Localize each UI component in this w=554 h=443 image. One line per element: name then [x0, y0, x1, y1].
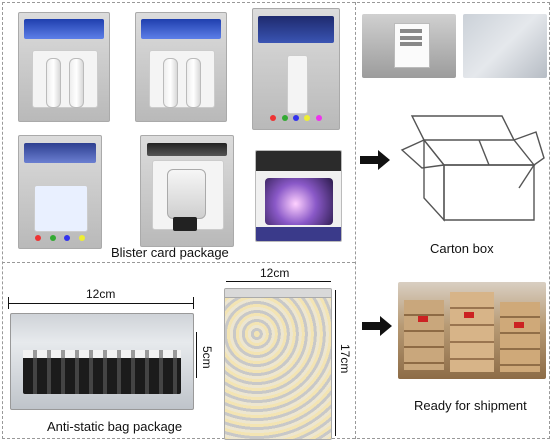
right-arrow-icon — [362, 316, 392, 336]
blister-label: Blister card package — [111, 245, 229, 260]
horizontal-divider — [2, 262, 355, 263]
bag-sample-photo — [362, 14, 456, 78]
bag-height-label: 5cm — [200, 346, 214, 369]
bag-width-label: 12cm — [86, 287, 116, 301]
zip-width-line — [226, 281, 331, 282]
bag-width-tick-right — [193, 297, 194, 309]
anti-static-bag-photo — [10, 313, 194, 410]
blister-card-photo-2 — [135, 12, 227, 122]
zip-height-line — [335, 290, 336, 436]
zip-width-label: 12cm — [260, 266, 290, 280]
vertical-divider — [355, 2, 356, 439]
bag-height-line — [196, 332, 197, 378]
blister-card-photo-4 — [18, 135, 102, 249]
blister-card-photo-6 — [255, 150, 342, 242]
bag-width-line — [8, 303, 194, 304]
shipment-label: Ready for shipment — [414, 398, 527, 413]
blister-card-photo-3 — [252, 8, 340, 130]
zip-bag-photo — [224, 288, 332, 440]
carton-label: Carton box — [430, 241, 494, 256]
zip-height-label: 17cm — [338, 344, 352, 374]
antistatic-label: Anti-static bag package — [47, 419, 183, 434]
blister-card-photo-5 — [140, 135, 234, 247]
blister-card-photo-1 — [18, 12, 110, 122]
antistatic-sample-photo — [463, 14, 547, 78]
shipment-photo — [398, 282, 546, 379]
right-arrow-icon — [360, 150, 390, 170]
bag-width-tick-left — [8, 297, 9, 309]
carton-box-drawing — [400, 115, 545, 222]
